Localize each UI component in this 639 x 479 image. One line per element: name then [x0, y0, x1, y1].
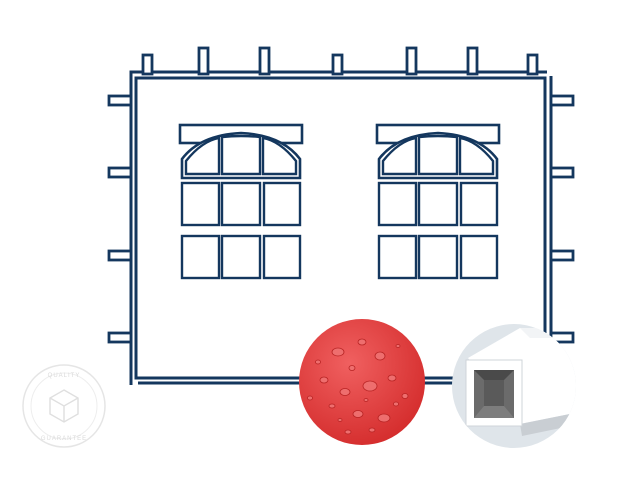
water-droplets-icon — [307, 338, 409, 435]
church-window-left — [178, 123, 304, 280]
cube-logo-icon — [49, 389, 79, 423]
church-window-right — [375, 123, 501, 280]
watermark-text-top: QUALITY — [48, 373, 81, 379]
waterproof-badge — [299, 319, 425, 445]
top-hooks — [141, 46, 539, 76]
profile-badge — [452, 324, 576, 448]
left-hooks — [107, 94, 133, 344]
right-hooks — [549, 94, 575, 344]
watermark-text-bottom: GUARANTEE — [41, 436, 87, 442]
watermark: QUALITY GUARANTEE — [22, 364, 106, 448]
